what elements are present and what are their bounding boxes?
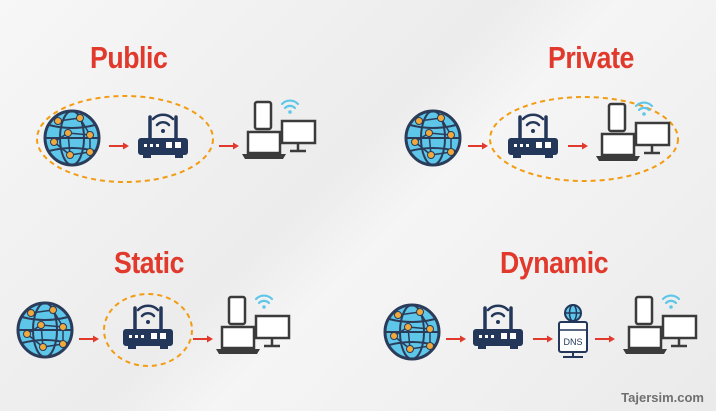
arrow-icon	[467, 141, 489, 151]
arrow-icon	[192, 334, 214, 344]
dashed-ellipse	[36, 95, 214, 183]
arrow-icon	[78, 334, 100, 344]
arrow-icon	[567, 141, 589, 151]
devices-icon	[621, 294, 698, 356]
globe-icon	[383, 303, 441, 361]
title-static: Static	[114, 245, 185, 280]
globe-icon	[16, 301, 74, 359]
watermark: Tajersim.com	[621, 390, 704, 405]
dashed-ellipse	[103, 293, 193, 367]
arrow-icon	[445, 334, 467, 344]
globe-icon	[43, 109, 101, 167]
devices-icon	[240, 99, 317, 161]
panel-dynamic: DNS	[383, 294, 698, 361]
dashed-ellipse	[489, 96, 679, 182]
router-icon	[136, 113, 190, 160]
arrow-icon	[532, 334, 554, 344]
arrow-icon	[108, 141, 130, 151]
router-icon	[471, 304, 525, 351]
arrow-icon	[218, 141, 240, 151]
title-public: Public	[90, 40, 168, 75]
devices-icon	[214, 294, 291, 356]
router-icon	[506, 113, 560, 160]
title-dynamic: Dynamic	[500, 245, 609, 280]
title-private: Private	[548, 40, 634, 75]
panel-static	[16, 293, 291, 367]
dns-server-icon: DNS	[558, 304, 588, 358]
globe-icon	[404, 109, 462, 167]
devices-icon	[594, 101, 671, 163]
dns-label: DNS	[563, 337, 582, 347]
arrow-icon	[594, 334, 616, 344]
panel-public	[36, 95, 317, 183]
router-icon	[121, 304, 175, 351]
panel-private	[404, 96, 679, 182]
